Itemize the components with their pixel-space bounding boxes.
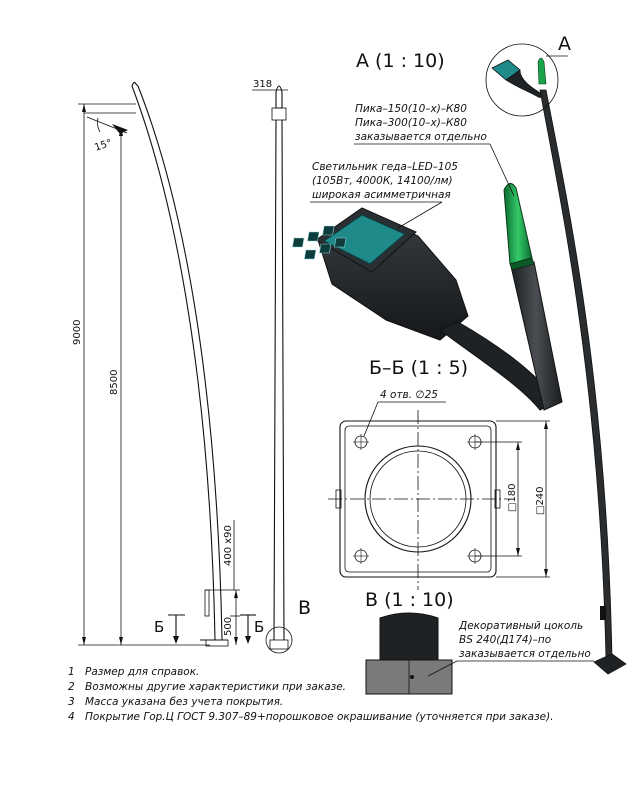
dim-318: 318 [252, 79, 288, 91]
bracket-line3: заказывается отдельно [355, 131, 487, 143]
note-2-text: Возможны другие характеристики при заказ… [85, 681, 346, 693]
lamp-line1: Светильник геда–LED–105 [312, 161, 458, 173]
dim-outer-label: □240 [535, 486, 546, 515]
notes: 1 Размер для справок. 2 Возможны другие … [68, 666, 554, 723]
lamp-head [292, 207, 469, 341]
bracket-callout: Пика–150(10–х)–К80 Пика–300(10–х)–К80 за… [354, 103, 515, 197]
top-width-label: 318 [253, 79, 272, 90]
dim-inner-label: □180 [507, 483, 518, 512]
bracket-line2: Пика–300(10–х)–К80 [355, 117, 467, 129]
holes-label: 4 отв. ∅25 [380, 389, 438, 401]
detail-a-pole [503, 183, 563, 411]
section-mark-right: Б [254, 618, 264, 636]
hatch-offset-label: 500 [223, 617, 234, 636]
note-4-num: 4 [68, 711, 75, 723]
dim-9000: 9000 [72, 103, 210, 646]
base-line2: BS 240(Д174)–по [459, 634, 551, 646]
dim-hatch: 400 x90 500 [206, 520, 240, 645]
lamp-callout: Светильник геда–LED–105 (105Вт, 4000К, 1… [310, 161, 458, 229]
bracket-line1: Пика–150(10–х)–К80 [355, 103, 467, 115]
lamp-line3: широкая асимметричная [312, 189, 451, 201]
side-view-pole [131, 81, 229, 647]
detail-a-title: А (1 : 10) [356, 50, 445, 72]
angle-label: 15° [93, 138, 113, 154]
section-marks: Б Б [154, 614, 264, 644]
section-bb-plate [328, 410, 508, 590]
note-2-num: 2 [68, 681, 75, 693]
angle-annotation: 15° [84, 112, 136, 154]
section-bb-title: Б–Б (1 : 5) [369, 357, 468, 379]
detail-a-marker: А [558, 33, 571, 55]
decorative-base [365, 612, 453, 695]
lamp-line2: (105Вт, 4000К, 14100/лм) [312, 175, 453, 187]
detail-v-marker: В [298, 597, 311, 619]
note-3-text: Масса указана без учета покрытия. [85, 696, 283, 708]
note-1-text: Размер для справок. [85, 666, 199, 678]
section-mark-left: Б [154, 618, 164, 636]
base-line1: Декоративный цоколь [458, 620, 583, 632]
note-1-num: 1 [68, 666, 75, 678]
dim-8500: 8500 [109, 128, 123, 645]
note-3-num: 3 [68, 696, 75, 708]
section-bb-dims: □180 □240 [475, 420, 550, 578]
detail-v-title: В (1 : 10) [365, 589, 454, 611]
front-view-pole [265, 85, 293, 654]
base-line3: заказывается отдельно [459, 648, 591, 660]
base-callout: Декоративный цоколь BS 240(Д174)–по зака… [427, 620, 594, 677]
hatch-size-label: 400 x90 [223, 525, 234, 566]
detail-a-circle [485, 43, 559, 117]
section-bb-holes-callout: 4 отв. ∅25 [363, 389, 446, 437]
right-pole [491, 57, 627, 675]
dim-9000-label: 9000 [72, 320, 83, 345]
note-4-text: Покрытие Гор.Ц ГОСТ 9.307–89+порошковое … [85, 711, 554, 723]
dim-8500-label: 8500 [109, 370, 120, 395]
